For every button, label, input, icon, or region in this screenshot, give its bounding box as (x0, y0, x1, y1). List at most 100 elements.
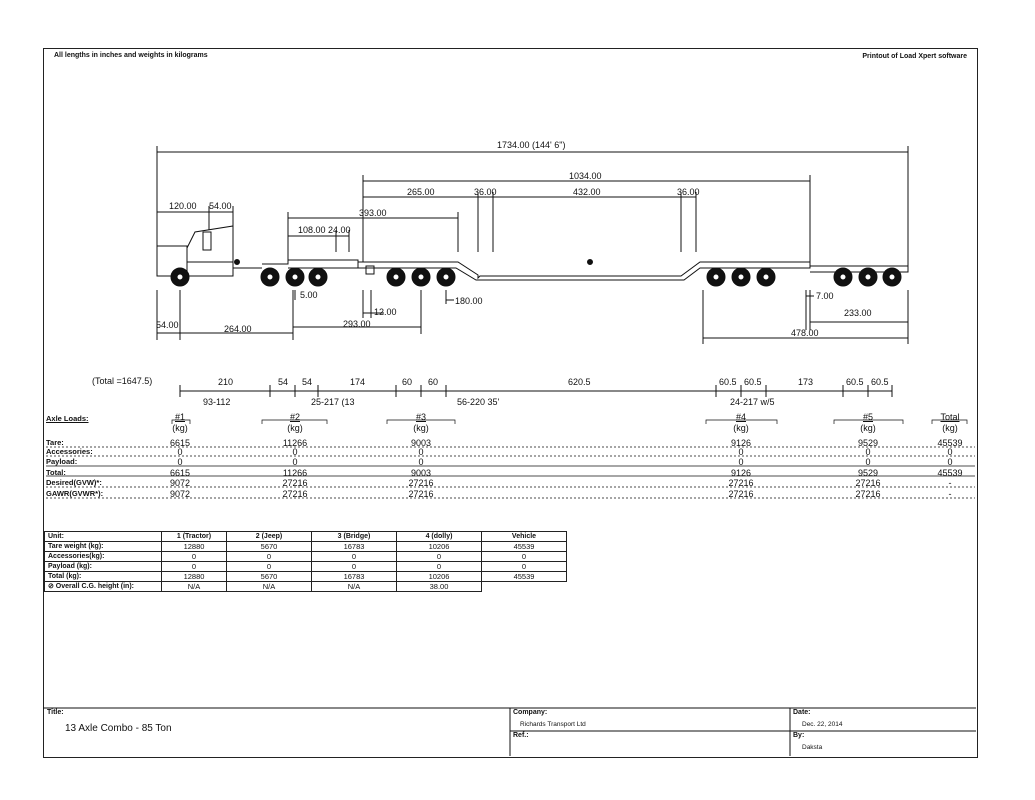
cell: 12880 (161, 541, 227, 552)
axle-group-unit: (kg) (413, 423, 429, 433)
accessories-label: Accessories: (46, 447, 93, 456)
axle-value-tare: 9126 (730, 438, 752, 448)
cell: 0 (396, 561, 482, 572)
cell: 16783 (311, 541, 397, 552)
axle-group-name: #5 (862, 412, 873, 422)
cell: 0 (481, 551, 567, 562)
company-label: Company: (513, 709, 548, 716)
row-label: Total (kg): (44, 571, 162, 582)
cell: 38.00 (396, 581, 482, 592)
software-note: Printout of Load Xpert software (862, 53, 967, 60)
axle-value-desired: 27216 (282, 478, 308, 488)
cell: 0 (161, 561, 227, 572)
dim-54-top: 54.00 (209, 201, 232, 211)
spacing-note: 56-220 35' (457, 397, 500, 407)
axle-value-acc: 0 (738, 447, 744, 457)
title-label: Title: (47, 709, 64, 716)
axle-group-name: #4 (735, 412, 746, 422)
cell: 12880 (161, 571, 227, 582)
desired-label: Desired(GVW)*: (46, 478, 102, 487)
axle-value-total: 6615 (169, 468, 191, 478)
axle-group-unit: (kg) (733, 423, 749, 433)
axle-value-pay: 0 (947, 457, 953, 467)
axle-value-tare: 11266 (282, 438, 308, 448)
dim-5: 5.00 (300, 290, 318, 300)
spacing-seg: 210 (218, 377, 234, 387)
spacing-seg: 54 (302, 377, 313, 387)
axle-group-name: #1 (174, 412, 185, 422)
axle-value-tare: 9003 (410, 438, 432, 448)
axle-value-acc: 0 (292, 447, 298, 457)
cell: 0 (396, 551, 482, 562)
dim-12: 12.00 (374, 307, 397, 317)
dim-265: 265.00 (407, 187, 435, 197)
dim-108: 108.00 (298, 225, 326, 235)
ref-label: Ref.: (513, 732, 529, 739)
dim-432: 432.00 (573, 187, 601, 197)
dim-54-bot: 54.00 (156, 320, 179, 330)
spacing-seg: 54 (278, 377, 289, 387)
axle-group-name: Total (940, 412, 960, 422)
cell: 0 (226, 551, 312, 562)
dim-trailer: 1034.00 (569, 171, 602, 181)
spacing-seg: 60.5 (871, 377, 889, 387)
dim-24: 24.00 (328, 225, 351, 235)
axle-value-total: 9003 (410, 468, 432, 478)
dim-293: 293.00 (343, 319, 371, 329)
cell: 16783 (311, 571, 397, 582)
dim-478: 478.00 (791, 328, 819, 338)
axle-value-pay: 0 (177, 457, 183, 467)
axle-value-pay: 0 (865, 457, 871, 467)
col-tractor: 1 (Tractor) (161, 531, 227, 542)
unit-corner: Unit: (44, 531, 162, 542)
col-vehicle: Vehicle (481, 531, 567, 542)
table-row: Tare weight (kg): 12880 5670 16783 10206… (44, 541, 567, 552)
axle-value-gawr: 27216 (855, 489, 881, 499)
axle-value-pay: 0 (292, 457, 298, 467)
cell: N/A (311, 581, 397, 592)
table-row: Accessories(kg): 0 0 0 0 0 (44, 551, 567, 562)
table-row: Payload (kg): 0 0 0 0 0 (44, 561, 567, 572)
spacing-total: (Total =1647.5) (92, 376, 153, 386)
spacing-seg: 60.5 (846, 377, 864, 387)
axle-value-acc: 0 (177, 447, 183, 457)
axle-value-desired: 27216 (855, 478, 881, 488)
by-label: By: (793, 732, 805, 739)
spacing-seg: 173 (798, 377, 814, 387)
cell: 5670 (226, 541, 312, 552)
axle-group-name: #2 (289, 412, 300, 422)
date-label: Date: (793, 709, 811, 716)
cell: N/A (226, 581, 312, 592)
axle-value-gawr: 9072 (169, 489, 191, 499)
axle-value-desired: 27216 (728, 478, 754, 488)
axle-value-gawr: 27216 (282, 489, 308, 499)
by-value: Daksta (802, 744, 823, 751)
axle-group-unit: (kg) (942, 423, 958, 433)
axle-value-total: 9529 (857, 468, 879, 478)
cell: 0 (311, 561, 397, 572)
row-label: Payload (kg): (44, 561, 162, 572)
payload-label: Payload: (46, 457, 78, 466)
date-value: Dec. 22, 2014 (802, 721, 843, 728)
tare-label: Tare: (46, 438, 64, 447)
table-row: Total (kg): 12880 5670 16783 10206 45539 (44, 571, 567, 582)
axle-value-gawr: 27216 (728, 489, 754, 499)
cell (482, 582, 567, 592)
drawing-frame (43, 48, 978, 758)
cell: 0 (481, 561, 567, 572)
axle-value-acc: 0 (865, 447, 871, 457)
axle-value-acc: 0 (418, 447, 424, 457)
axle-value-desired: 9072 (169, 478, 191, 488)
spacing-note: 24-217 w/5 (730, 397, 775, 407)
drawing-title: 13 Axle Combo - 85 Ton (65, 723, 172, 734)
col-dolly: 4 (dolly) (396, 531, 482, 542)
axle-value-total: 9126 (730, 468, 752, 478)
axle-value-pay: 0 (418, 457, 424, 467)
spacing-seg: 60 (428, 377, 439, 387)
table-row: ⊘ Overall C.G. height (in): N/A N/A N/A … (44, 581, 567, 592)
cell: 5670 (226, 571, 312, 582)
axle-value-desired: 27216 (408, 478, 434, 488)
dim-36a: 36.00 (474, 187, 497, 197)
dim-36b: 36.00 (677, 187, 700, 197)
